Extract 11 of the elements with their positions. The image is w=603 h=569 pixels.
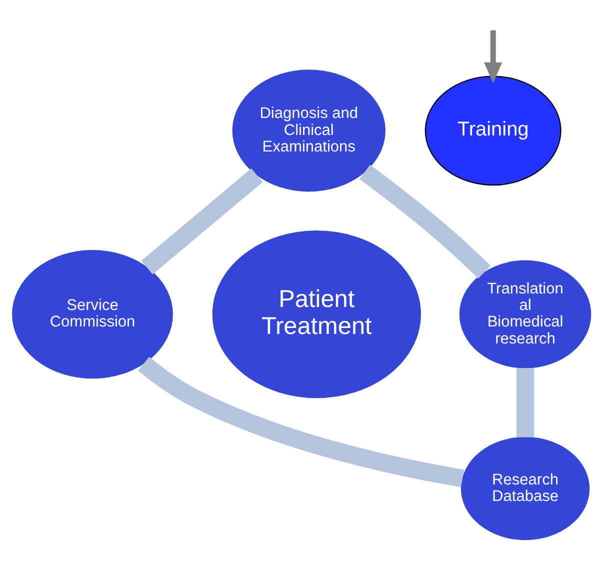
connector — [141, 168, 263, 274]
node-ellipse: Patient Treatment — [212, 230, 421, 398]
node-ellipse: Diagnosis and Clinical Examinations — [232, 70, 386, 192]
node-ellipse: Research Database — [460, 436, 590, 540]
connector — [359, 164, 491, 278]
connector — [516, 368, 534, 438]
node-ellipse: Translation al Biomedical research — [459, 260, 592, 368]
node-ellipse: Service Commission — [12, 250, 173, 379]
connector — [138, 356, 464, 488]
node-ellipse: Training — [424, 76, 562, 186]
arrow — [484, 30, 502, 84]
